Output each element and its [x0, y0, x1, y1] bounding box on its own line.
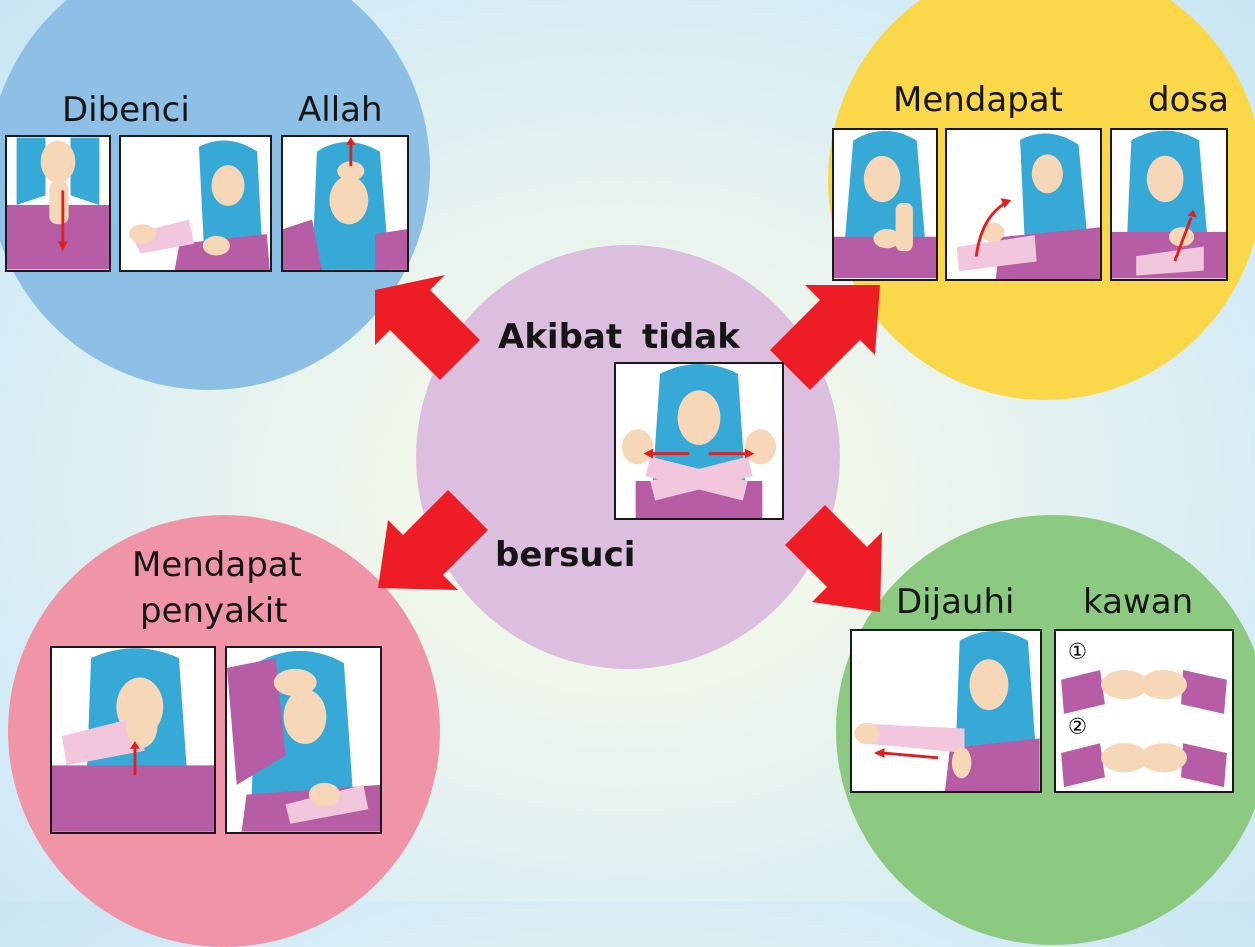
label-tidak: tidak — [642, 317, 740, 357]
sign-dibenci-2-image — [119, 135, 272, 272]
sign-penyakit-image — [225, 646, 382, 834]
label-mendapat-dosa-1: Mendapat — [893, 80, 1063, 120]
sign-kawan-image: ① ② — [1054, 629, 1234, 793]
arrow-bottom-left-icon — [378, 490, 488, 590]
label-kawan: kawan — [1083, 582, 1194, 622]
sign-tidak-image — [614, 362, 784, 520]
step-2-marker: ② — [1068, 714, 1087, 739]
arrow-bottom-right-icon — [785, 505, 882, 612]
arrow-top-right-icon — [770, 285, 880, 390]
step-1-marker: ① — [1068, 639, 1087, 664]
arrows-layer — [375, 275, 882, 612]
label-mendapat-penyakit-1: Mendapat — [132, 545, 302, 585]
sign-tidak-crossed-hands-icon — [622, 364, 776, 518]
sign-dosa-image — [1110, 128, 1228, 281]
label-dosa: dosa — [1148, 80, 1229, 120]
arrow-top-left-icon — [375, 275, 480, 380]
sign-mendapat-1-image — [832, 128, 938, 281]
sign-allah-image — [281, 135, 409, 272]
sign-dijauhi-image — [850, 629, 1042, 793]
label-bersuci: bersuci — [495, 535, 636, 575]
label-akibat: Akibat — [498, 317, 623, 357]
sign-mendapat-2-image — [945, 128, 1102, 281]
sign-mendapat-penyakit-1-image — [50, 646, 216, 834]
label-dijauhi: Dijauhi — [896, 582, 1015, 622]
sign-dibenci-1-image — [5, 135, 111, 272]
label-dibenci: Dibenci — [62, 90, 190, 130]
label-penyakit: penyakit — [140, 591, 288, 631]
label-allah: Allah — [298, 90, 383, 130]
